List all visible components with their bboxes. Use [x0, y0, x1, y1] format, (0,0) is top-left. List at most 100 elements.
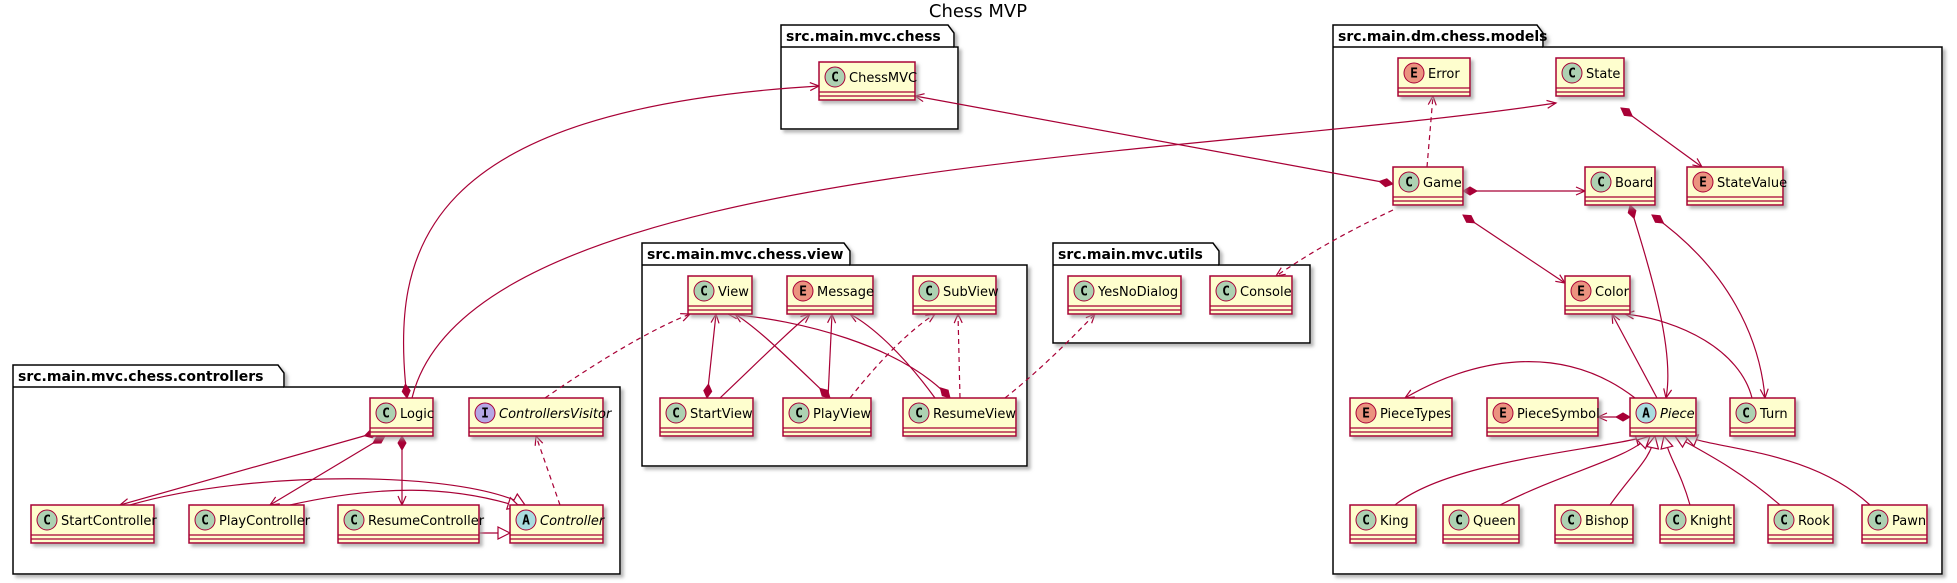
class-rook: C Rook — [1767, 504, 1834, 544]
class-name: Rook — [1798, 514, 1830, 529]
composition-diamond — [703, 383, 713, 400]
stereotype-letter: I — [481, 407, 489, 422]
class-stereotype-icon — [36, 509, 58, 531]
relation-queen-to-piece — [1499, 435, 1651, 506]
stereotype-letter: A — [522, 514, 530, 529]
enum-stereotype-icon — [1570, 280, 1592, 302]
stereotype-letter: C — [1672, 514, 1680, 529]
relation-line — [1684, 435, 1871, 506]
enum-stereotype-icon — [1692, 171, 1714, 193]
relation-board-to-turn — [1651, 214, 1769, 400]
class-name: Controller — [540, 514, 606, 529]
class-name: ResumeView — [933, 407, 1016, 422]
stereotype-letter: E — [1362, 407, 1370, 422]
stereotype-letter: C — [1405, 176, 1413, 191]
class-stereotype-icon — [1560, 509, 1582, 531]
relation-line — [1004, 313, 1096, 399]
composition-diamond — [1627, 204, 1637, 220]
class-name: Color — [1595, 285, 1630, 300]
composition-diamond — [1378, 178, 1394, 188]
class-state-value: E StateValue — [1686, 166, 1787, 206]
composition-diamond — [1462, 214, 1476, 224]
class-stereotype-icon — [343, 509, 365, 531]
class-name: StateValue — [1717, 176, 1787, 191]
composition-diamond — [1614, 412, 1632, 422]
class-stereotype-icon — [1355, 509, 1377, 531]
enum-stereotype-icon — [792, 280, 814, 302]
enum-stereotype-icon — [1492, 402, 1514, 424]
stereotype-letter: E — [799, 285, 807, 300]
stereotype-letter: C — [1780, 514, 1788, 529]
stereotype-letter: C — [1874, 514, 1882, 529]
stereotype-letter: C — [925, 285, 933, 300]
relation-line — [1404, 361, 1636, 399]
relation-line — [849, 313, 936, 399]
package-name: src.main.mvc.chess.view — [647, 247, 843, 263]
relation-line — [727, 313, 951, 399]
class-name: State — [1586, 67, 1620, 82]
enum-stereotype-icon — [1403, 62, 1425, 84]
relation-bishop-to-piece — [1609, 434, 1660, 506]
stereotype-letter: C — [1567, 514, 1575, 529]
relation-line — [1651, 214, 1766, 399]
inheritance-triangle — [1660, 434, 1674, 450]
relation-line — [1620, 107, 1703, 168]
composition-diamond — [939, 387, 951, 399]
relation-logic-to-resume-controller — [397, 434, 407, 507]
class-name: ControllersVisitor — [499, 407, 613, 422]
class-stereotype-icon — [1773, 509, 1795, 531]
relation-line — [719, 313, 811, 399]
class-stereotype-icon — [194, 509, 216, 531]
stereotype-letter: E — [1699, 176, 1707, 191]
arrow-head — [1546, 99, 1558, 109]
inheritance-triangle — [1645, 434, 1660, 450]
class-name: PlayController — [219, 514, 311, 529]
relation-line — [129, 478, 526, 506]
relation-line — [1275, 209, 1394, 277]
stereotype-letter: C — [831, 71, 839, 86]
class-stereotype-icon — [824, 66, 846, 88]
class-stereotype-icon — [1561, 62, 1583, 84]
class-error: E Error — [1397, 57, 1471, 97]
class-name: ChessMVC — [849, 71, 917, 86]
class-stereotype-icon — [1735, 402, 1757, 424]
relation-game-to-chess-mvc — [913, 93, 1394, 188]
relation-line — [734, 313, 831, 399]
class-stereotype-icon — [1215, 280, 1237, 302]
class-stereotype-icon — [693, 280, 715, 302]
stereotype-letter: C — [672, 407, 680, 422]
package-name: src.main.mvc.utils — [1058, 247, 1203, 263]
class-name: StartView — [690, 407, 753, 422]
relation-line — [849, 313, 936, 399]
relation-state-to-state-value — [1620, 107, 1704, 168]
class-name: PieceSymbol — [1517, 407, 1600, 422]
class-name: Turn — [1759, 407, 1788, 422]
class-stereotype-icon — [1073, 280, 1095, 302]
stereotype-letter: E — [1577, 285, 1585, 300]
composition-diamond — [397, 434, 407, 452]
class-name: Message — [817, 285, 874, 300]
class-name: Queen — [1473, 514, 1516, 529]
class-name: Pawn — [1892, 514, 1926, 529]
class-name: PlayView — [813, 407, 871, 422]
class-stereotype-icon — [1665, 509, 1687, 531]
relation-line — [914, 95, 1394, 185]
relation-line — [1394, 435, 1649, 506]
stereotype-letter: C — [795, 407, 803, 422]
class-name: King — [1380, 514, 1409, 529]
composition-diamond — [1651, 214, 1665, 224]
class-name: Error — [1428, 67, 1460, 82]
relation-line — [269, 435, 386, 506]
stereotype-letter: E — [1410, 67, 1418, 82]
stereotype-letter: C — [1455, 514, 1463, 529]
